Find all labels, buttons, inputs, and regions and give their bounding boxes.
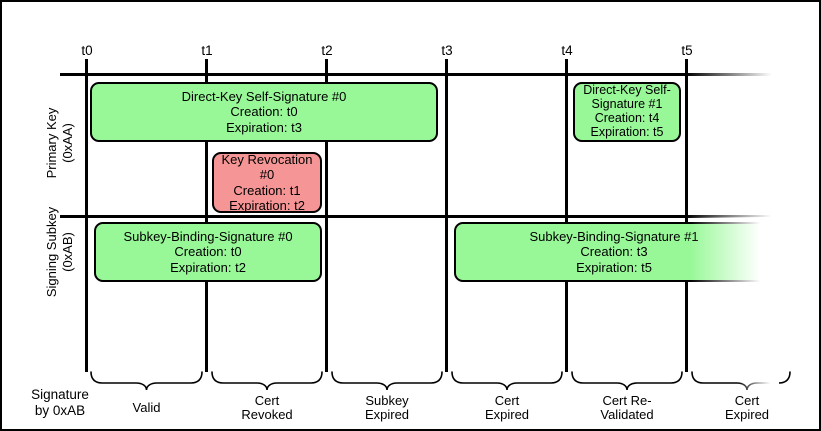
box-expiration: Expiration: t5: [576, 259, 652, 275]
brace-valid: [90, 371, 203, 391]
segment-label-subkey-expired: Subkey Expired: [331, 393, 443, 423]
signing-subkey-track-line: [60, 215, 772, 218]
brace-cert-revoked: [211, 371, 323, 391]
segment-label-cert-expired-1: Cert Expired: [451, 393, 563, 423]
box-expiration: Expiration: t3: [226, 119, 302, 135]
box-title-line1: Direct-Key Self-: [583, 83, 671, 98]
segment-label-line: Validated: [600, 407, 654, 422]
brace-cert-revalidated: [571, 371, 683, 391]
primary-key-track-line: [60, 73, 772, 76]
box-title: Key Revocation #0: [221, 151, 313, 183]
segment-label-line: Cert: [734, 393, 760, 408]
brace-subkey-expired: [331, 371, 443, 391]
box-expiration: Expiration: t2: [170, 259, 246, 275]
bottom-axis-label: Signature by 0xAB: [6, 387, 114, 419]
tick-label-t2: t2: [321, 43, 333, 58]
tick-line-t4: [565, 59, 568, 372]
box-creation: Creation: t1: [233, 182, 301, 198]
box-creation: Creation: t3: [580, 244, 648, 260]
row-label-signing-subkey: Signing Subkey (0xAB): [44, 177, 78, 327]
row-label-signing-subkey-line2: (0xAB): [60, 232, 75, 272]
box-creation: Creation: t0: [174, 244, 242, 260]
tick-label-t3: t3: [441, 43, 453, 58]
bottom-axis-label-line1: Signature: [31, 387, 89, 402]
segment-label-line: Expired: [364, 407, 410, 422]
segment-label-line: Cert Re-: [602, 393, 652, 408]
box-expiration: Expiration: t2: [229, 198, 305, 213]
segment-label-cert-revoked: Cert Revoked: [211, 393, 323, 423]
tick-label-t0: t0: [81, 43, 93, 58]
box-creation: Creation: t4: [594, 111, 660, 125]
bottom-axis-label-line2: by 0xAB: [34, 403, 86, 418]
tick-line-t2: [325, 59, 328, 372]
tick-label-t1: t1: [201, 43, 213, 58]
tick-line-t5: [685, 59, 688, 372]
segment-label-cert-revalidated: Cert Re- Validated: [571, 393, 683, 423]
brace-cert-expired-2: [691, 371, 791, 391]
tick-line-t1: [205, 59, 208, 372]
segment-label-line: Cert: [494, 393, 520, 408]
box-subkey-binding-signature-0: Subkey-Binding-Signature #0 Creation: t0…: [94, 222, 322, 282]
box-title: Subkey-Binding-Signature #1: [529, 228, 699, 244]
segment-label-line: Subkey: [365, 393, 409, 408]
box-key-revocation-0: Key Revocation #0 Creation: t1 Expiratio…: [212, 152, 322, 213]
box-direct-key-self-signature-0: Direct-Key Self-Signature #0 Creation: t…: [90, 82, 438, 142]
brace-cert-expired-1: [451, 371, 563, 391]
tick-line-t0: [85, 59, 88, 372]
box-expiration: Expiration: t5: [590, 124, 664, 139]
tick-label-t5: t5: [681, 43, 693, 58]
segment-label-cert-expired-2: Cert Expired: [691, 393, 803, 423]
box-direct-key-self-signature-1: Direct-Key Self- Signature #1 Creation: …: [573, 82, 681, 142]
segment-label-line: Expired: [724, 407, 770, 422]
box-title: Direct-Key Self-Signature #0: [181, 88, 347, 104]
tick-line-t3: [445, 59, 448, 372]
segment-label-line: Cert: [254, 393, 280, 408]
tick-label-t4: t4: [561, 43, 573, 58]
segment-label-valid: Valid: [90, 393, 203, 423]
segment-label-line: Expired: [484, 407, 530, 422]
row-label-signing-subkey-line1: Signing Subkey: [44, 206, 59, 298]
box-title: Subkey-Binding-Signature #0: [123, 228, 293, 244]
segment-label-line: Valid: [132, 400, 161, 415]
box-creation: Creation: t0: [230, 104, 298, 120]
segment-label-line: Revoked: [241, 407, 293, 422]
box-title-line2: Signature #1: [591, 97, 663, 112]
box-subkey-binding-signature-1: Subkey-Binding-Signature #1 Creation: t3…: [454, 222, 774, 282]
